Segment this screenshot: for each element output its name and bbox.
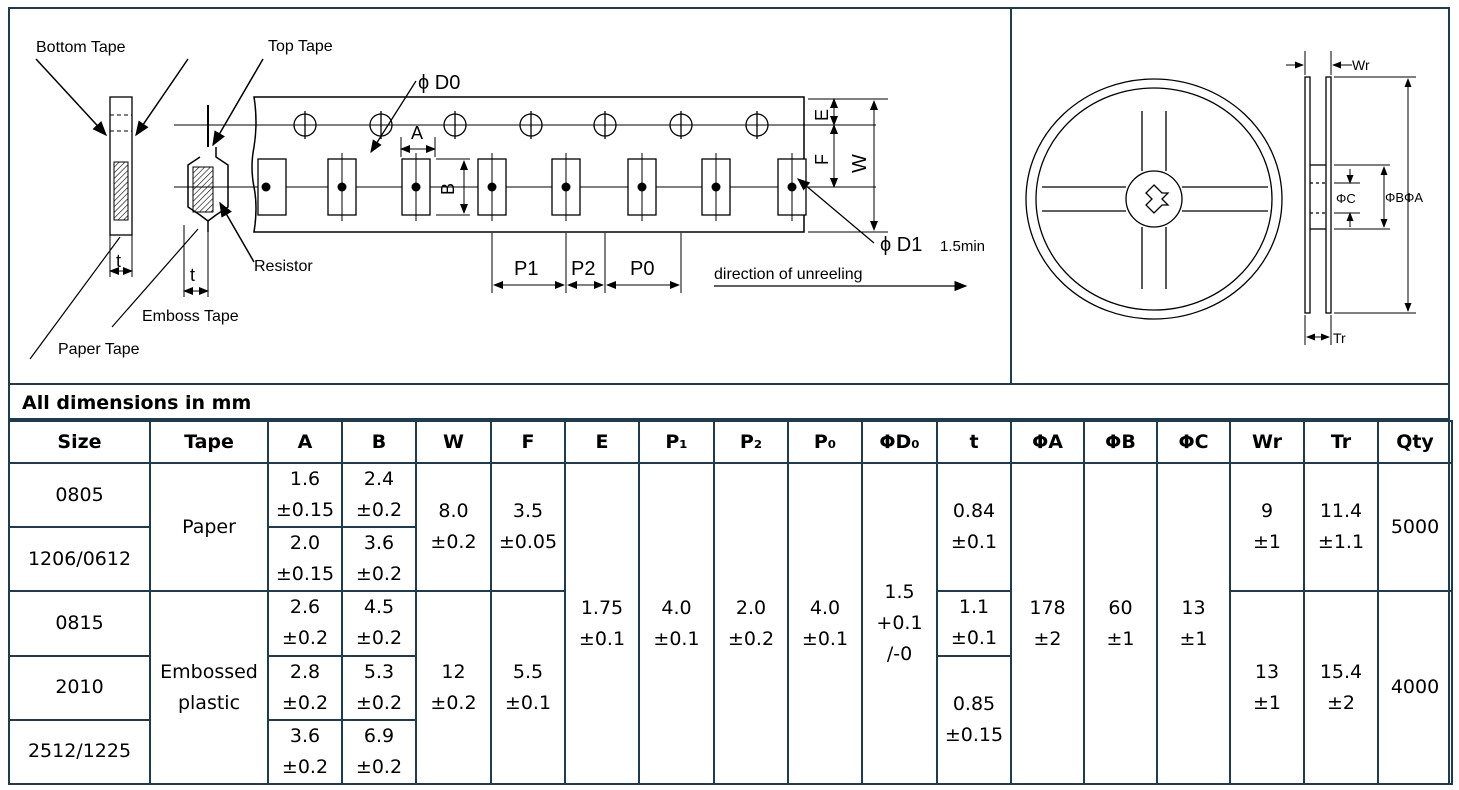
tr-cell: 11.4±1.1 [1303,461,1379,593]
a-cell: 2.6±0.2 [267,590,343,657]
b-label: B [438,183,458,195]
e-cell: 1.75±0.1 [564,462,640,785]
wr-cell: 13±1 [1229,590,1305,785]
wr-label: Wr [1352,57,1370,73]
table-row: 0805 Paper 1.6±0.15 2.4±0.2 8.0±0.2 3.5±… [8,461,1453,785]
phi-c-cell: 13±1 [1156,462,1231,785]
col-d0: ΦD₀ [861,420,938,464]
b-cell: 6.9±0.2 [341,718,417,786]
e-label: E [812,109,832,121]
b-cell: 4.5±0.2 [341,590,417,657]
outer-frame [8,7,1450,785]
resistor-label: Resistor [254,258,313,275]
t-right-label: t [190,265,195,285]
col-w: W [415,420,492,464]
w-label: W [849,154,871,173]
units-caption: All dimensions in mm [22,392,252,414]
w-cell: 12±0.2 [415,590,492,785]
col-t: t [936,420,1012,464]
col-tr: Tr [1303,420,1379,464]
bottom-tape-label: Bottom Tape [36,39,126,56]
dimensions-table: Size Tape A B W F E P₁ P₂ P₀ ΦD₀ t ΦA ΦB… [8,420,1453,786]
emboss-tape-label: Emboss Tape [142,308,239,325]
col-p2: P₂ [713,420,789,464]
phi-c-label: ΦC [1336,191,1356,206]
t-cell: 0.84±0.1 [936,461,1012,593]
qty-cell: 5000 [1377,461,1453,593]
p1-label: P1 [514,258,538,280]
b-cell: 3.6±0.2 [341,526,417,593]
tr-cell: 15.4±2 [1303,590,1379,785]
qty-cell: 4000 [1377,590,1453,785]
top-tape-label: Top Tape [268,38,333,55]
tape-diagram: Bottom Tape t Top Tape t Resistor Emboss… [29,38,985,360]
reel-side-view [1304,76,1332,314]
tape-cell: Paper [149,461,269,593]
a-cell: 2.0±0.15 [267,526,343,593]
emboss-tape-side-view [183,105,229,297]
paper-tape-side-view [109,96,133,277]
f-cell: 5.5±0.1 [490,590,566,785]
size-cell: 0805 [8,461,151,529]
col-phi-b: ΦB [1083,420,1158,464]
b-cell: 5.3±0.2 [341,654,417,721]
col-tape: Tape [149,420,269,464]
p0-label: P0 [630,258,654,280]
a-cell: 3.6±0.2 [267,718,343,786]
col-wr: Wr [1229,420,1305,464]
col-phi-a: ΦA [1010,420,1085,464]
col-qty: Qty [1377,420,1453,464]
phi-a-cell: 178±2 [1010,462,1085,785]
min-note-label: 1.5min [940,238,985,255]
reel-diagram: Wr Tr ΦC ΦBΦA [1025,51,1423,346]
paper-tape-label: Paper Tape [58,341,140,358]
d0-cell: 1.5+0.1/-0 [861,462,938,785]
phi-d1-label: ϕ D1 [880,234,922,256]
col-e: E [564,420,640,464]
b-cell: 2.4±0.2 [341,461,417,529]
caption-divider [8,418,1450,420]
col-b: B [341,420,417,464]
table-row: 2010 2.8±0.2 5.3±0.2 0.85±0.15 [8,654,1452,786]
col-f: F [490,420,566,464]
size-cell: 0815 [8,590,151,657]
p0-cell: 4.0±0.1 [787,462,863,785]
t-cell: 0.85±0.15 [936,654,1012,786]
col-p0: P₀ [787,420,863,464]
a-cell: 2.8±0.2 [267,654,343,721]
size-cell: 1206/0612 [8,526,151,593]
t-cell: 1.1±0.1 [936,590,1012,657]
col-a: A [267,420,343,464]
t-left-label: t [116,251,121,271]
size-cell: 2512/1225 [8,718,151,786]
p2-label: P2 [571,258,595,280]
f-cell: 3.5±0.05 [490,461,566,593]
section-divider [8,383,1450,385]
phi-b-cell: 60±1 [1083,462,1158,785]
p2-cell: 2.0±0.2 [713,462,789,785]
p1-cell: 4.0±0.1 [638,462,715,785]
reel-front-view [1025,78,1283,320]
col-size: Size [8,420,151,464]
wr-cell: 9±1 [1229,461,1305,593]
a-label: A [411,123,423,143]
phi-b-phi-a-label: ΦBΦA [1385,190,1423,205]
col-phi-c: ΦC [1156,420,1231,464]
direction-label: direction of unreeling [714,266,863,283]
phi-d0-label: ϕ D0 [418,72,460,94]
f-label: F [812,154,832,165]
col-p1: P₁ [638,420,715,464]
table-row: 2512/1225 3.6±0.2 6.9±0.2 [8,718,1452,786]
header-row: Size Tape A B W F E P₁ P₂ P₀ ΦD₀ t ΦA ΦB… [8,420,1453,464]
figure-divider [1010,7,1012,385]
table-row: 1206/0612 2.0±0.15 3.6±0.2 [8,526,1452,593]
tape-top-view [174,96,876,233]
a-cell: 1.6±0.15 [267,461,343,529]
w-cell: 8.0±0.2 [415,461,492,593]
tr-label: Tr [1333,330,1346,346]
size-cell: 2010 [8,654,151,721]
